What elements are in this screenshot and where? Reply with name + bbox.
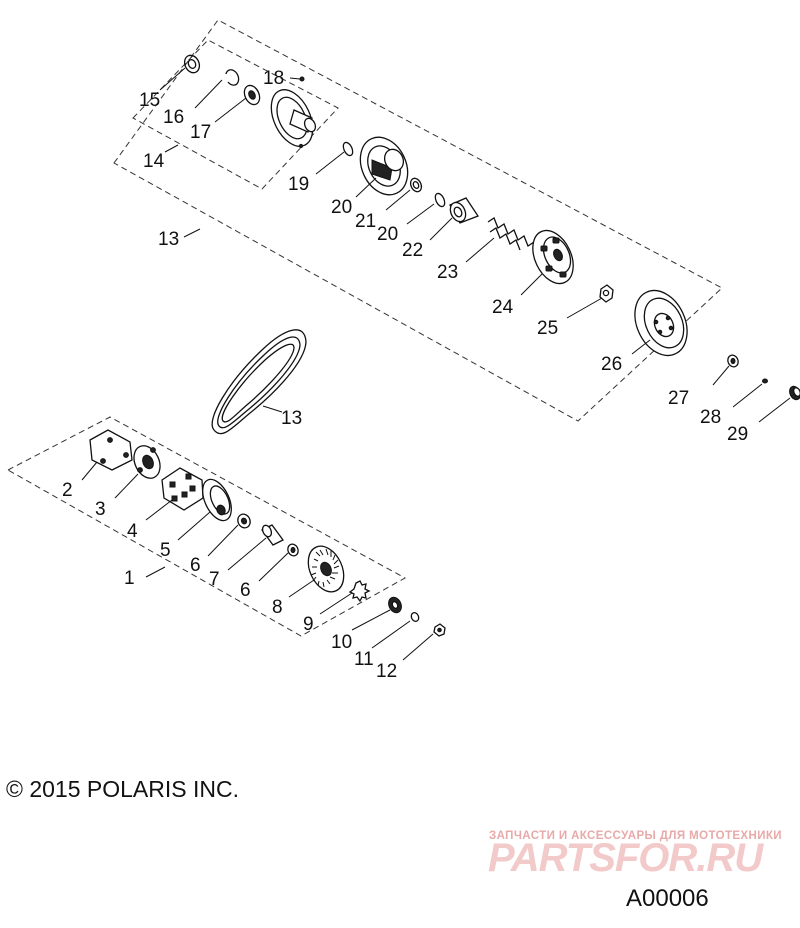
part-13-drive-belt	[211, 329, 307, 435]
part-18-bearing	[243, 84, 261, 106]
diagram-id: A00006	[626, 885, 709, 912]
callout-10: 10	[331, 632, 352, 653]
leader-lines	[81, 67, 791, 661]
part-20-washer-b	[434, 192, 446, 208]
part-21-movable-sheave	[359, 136, 409, 196]
callout-23: 22	[402, 240, 423, 261]
assembly-box-14	[113, 19, 723, 422]
callout-7: 7	[209, 569, 220, 590]
callout-3: 3	[95, 499, 106, 520]
part-12-nut	[433, 623, 446, 637]
callout-labels: 15 16 17 18 14 19 20 21 20 22 23 24 25 2…	[62, 68, 748, 682]
assembly-box-1	[6, 416, 407, 637]
watermark-logo: PARTSFOR.RU	[488, 836, 763, 880]
callout-28: 27	[668, 388, 689, 409]
callout-8: 8	[272, 597, 283, 618]
callout-6-a: 6	[190, 555, 201, 576]
part-27-outer-sheave	[634, 289, 688, 357]
callout-25: 24	[492, 297, 514, 318]
watermark-tagline: ЗАПЧАСТИ И АКСЕССУАРЫ ДЛЯ МОТОТЕХНИКИ	[489, 830, 782, 842]
callout-1: 1	[124, 568, 135, 589]
callout-19: 18	[263, 68, 284, 89]
callout-22: 21	[355, 211, 376, 232]
assembly-box-15	[132, 39, 339, 190]
part-11-washer	[410, 612, 420, 622]
part-20-washer-a	[342, 141, 354, 157]
callout-26: 25	[537, 318, 558, 339]
callout-17: 16	[163, 107, 184, 128]
callout-27: 26	[601, 354, 622, 375]
part-19-pin	[299, 76, 305, 82]
part-4-weight-plate	[161, 467, 204, 511]
callout-9: 9	[303, 614, 314, 635]
copyright-notice: © 2015 POLARIS INC.	[6, 776, 239, 802]
part-5-moveable-sheave	[202, 478, 232, 522]
callout-2: 2	[62, 480, 73, 501]
callout-14: 13	[158, 229, 179, 250]
part-29-pin	[762, 378, 768, 384]
callout-30: 29	[727, 424, 748, 445]
callout-24: 23	[437, 262, 458, 283]
part-22-bushing	[409, 177, 423, 193]
callout-29: 28	[700, 407, 721, 428]
part-23-spacer	[449, 197, 479, 224]
part-24-spring	[487, 217, 535, 251]
callout-18: 17	[190, 122, 211, 143]
callout-12: 12	[376, 661, 397, 682]
callout-15: 14	[143, 151, 165, 172]
part-15-fixed-sheave	[270, 89, 317, 149]
callout-11: 11	[354, 649, 374, 670]
part-7-sleeve	[261, 524, 284, 546]
part-28-washer	[727, 354, 739, 368]
part-16-seal	[183, 54, 201, 74]
part-2-cover	[89, 429, 133, 471]
part-26-nut	[599, 284, 614, 303]
part-6-bearing-a	[237, 513, 251, 529]
callout-5: 5	[160, 540, 171, 561]
callout-21: 20	[331, 197, 352, 218]
part-25-helix	[532, 229, 574, 285]
callout-20-a: 19	[288, 174, 309, 195]
part-10-washer	[388, 596, 402, 614]
callout-16: 15	[139, 90, 160, 111]
callout-13: 13	[281, 408, 302, 429]
part-3-spider	[133, 445, 161, 479]
part-6-bearing-b	[287, 543, 299, 557]
part-8-fixed-sheave	[307, 545, 345, 593]
callout-20-b: 20	[377, 224, 398, 245]
part-9-clip	[348, 580, 371, 603]
part-17-snap-ring	[225, 69, 240, 86]
callout-6-b: 6	[240, 580, 251, 601]
callout-4: 4	[127, 521, 138, 542]
